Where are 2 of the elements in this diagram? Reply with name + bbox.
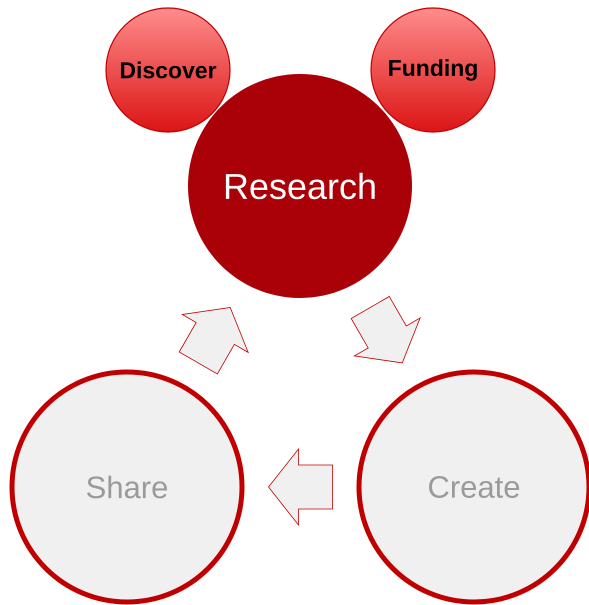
block-arrow [268,448,333,526]
block-arrow [178,307,249,374]
